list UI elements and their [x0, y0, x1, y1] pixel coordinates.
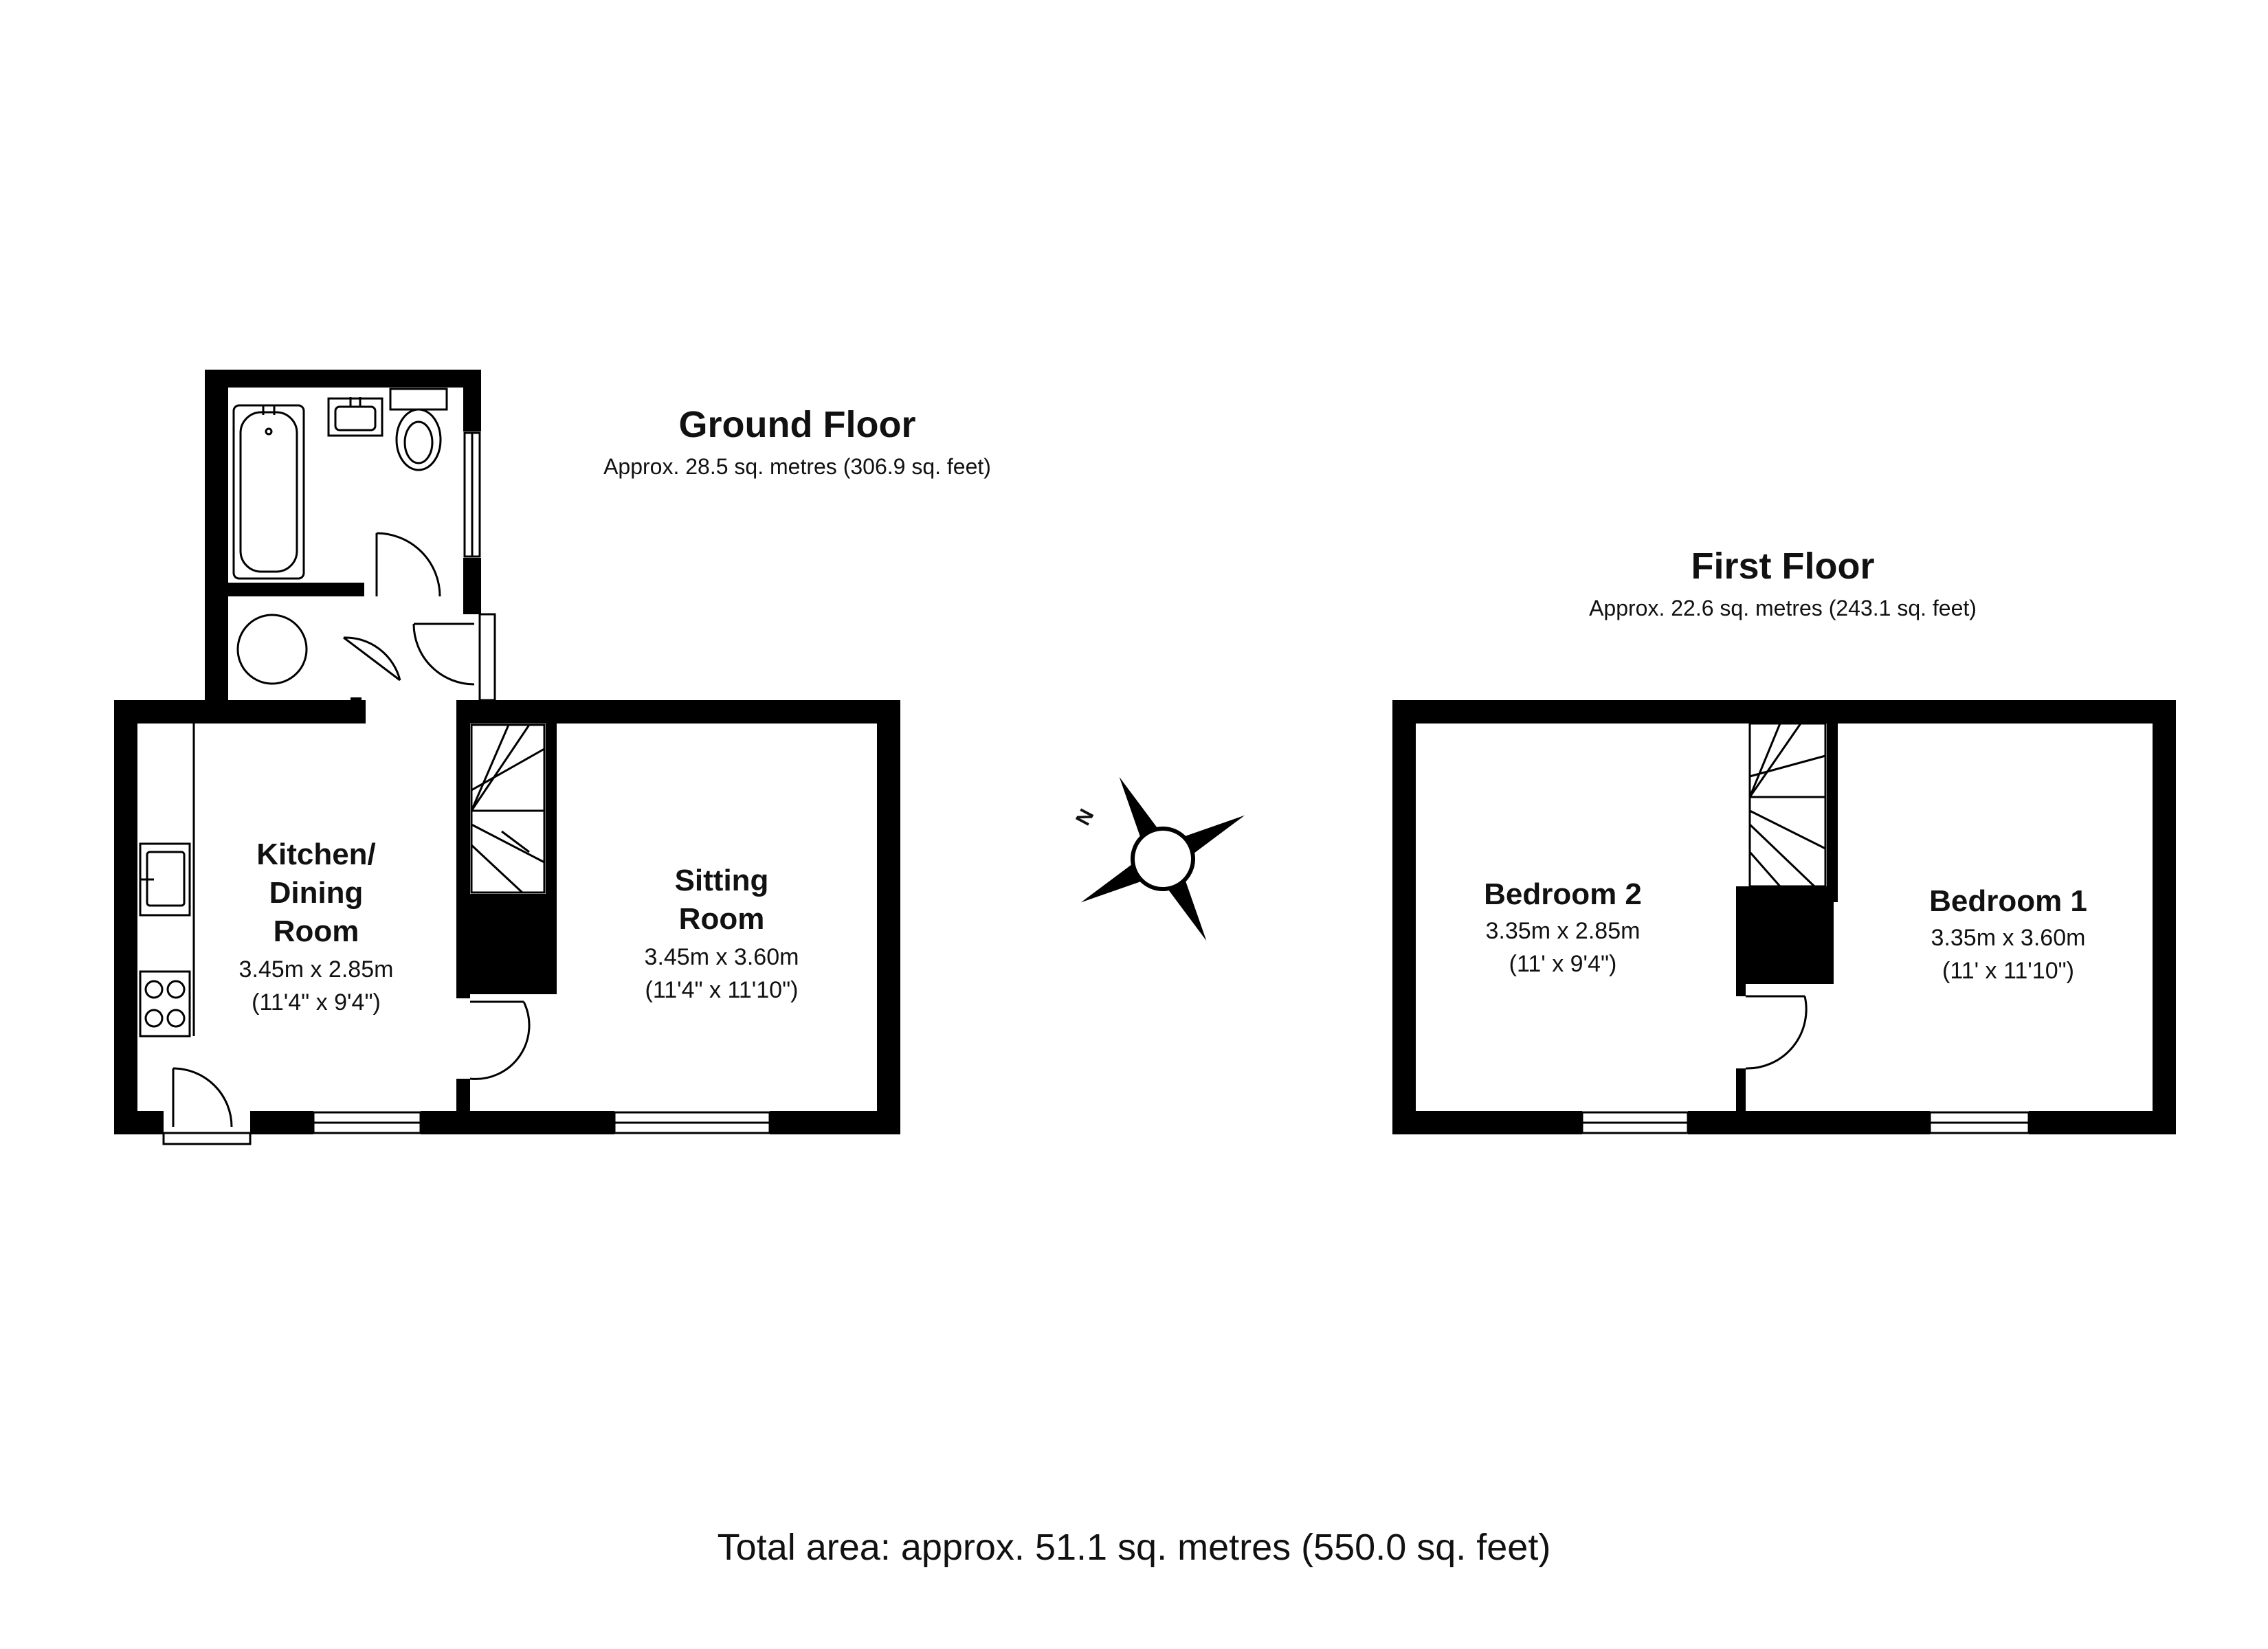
first-floor-stairs [1748, 722, 1827, 888]
toilet-fixture [389, 388, 448, 471]
svg-text:(11' x 11'10"): (11' x 11'10") [1942, 958, 2074, 984]
sitting-room-label: Sitting Room 3.45m x 3.60m (11'4" x 11'1… [645, 864, 799, 1003]
kitchen-worktop [139, 723, 195, 1036]
hob [139, 970, 191, 1037]
svg-text:Dining: Dining [269, 876, 364, 910]
total-area: Total area: approx. 51.1 sq. metres (550… [718, 1527, 1551, 1568]
svg-text:3.35m x 3.60m: 3.35m x 3.60m [1931, 925, 2086, 951]
front-door [162, 1067, 252, 1145]
svg-text:3.35m x 2.85m: 3.35m x 2.85m [1486, 918, 1641, 944]
sitting-room-window [613, 1111, 771, 1134]
bathroom-walls [205, 370, 481, 717]
ground-floor-plan [114, 370, 900, 1145]
hall-door [412, 613, 496, 702]
first-floor-walls [1392, 700, 2176, 1134]
svg-text:Room: Room [274, 915, 359, 948]
ground-floor-walls [114, 700, 900, 1134]
bath-fixture [232, 404, 305, 580]
ground-floor-stairs [470, 723, 546, 894]
cupboard [236, 614, 401, 685]
basin-fixture [327, 397, 383, 437]
bedroom-2-window [1581, 1111, 1689, 1134]
bedroom-2-label: Bedroom 2 3.35m x 2.85m (11' x 9'4") [1484, 877, 1642, 977]
bedroom-1-door [1745, 995, 1808, 1070]
sitting-room-door [469, 1000, 531, 1080]
ground-floor-area: Approx. 28.5 sq. metres (306.9 sq. feet) [603, 454, 991, 479]
first-floor-title: First Floor [1691, 546, 1875, 587]
svg-text:(11'4" x 9'4"): (11'4" x 9'4") [252, 989, 381, 1016]
svg-text:Room: Room [679, 902, 765, 936]
svg-text:(11' x 9'4"): (11' x 9'4") [1509, 951, 1617, 977]
svg-text:3.45m x 3.60m: 3.45m x 3.60m [645, 944, 799, 970]
kitchen-dining-room-label: Kitchen/ Dining Room 3.45m x 2.85m (11'4… [239, 838, 394, 1016]
first-floor-area: Approx. 22.6 sq. metres (243.1 sq. feet) [1589, 596, 1977, 620]
svg-text:3.45m x 2.85m: 3.45m x 2.85m [239, 956, 394, 983]
kitchen-window [312, 1111, 422, 1134]
bedroom-1-window [1928, 1111, 2030, 1134]
svg-text:Bedroom 2: Bedroom 2 [1484, 877, 1642, 911]
bathroom-door [375, 532, 441, 597]
svg-text:Sitting: Sitting [675, 864, 769, 897]
svg-text:Kitchen/: Kitchen/ [256, 838, 376, 871]
svg-text:(11'4" x 11'10"): (11'4" x 11'10") [645, 977, 799, 1003]
svg-text:Bedroom 1: Bedroom 1 [1929, 884, 2087, 918]
north-label: N [1071, 805, 1098, 829]
bedroom-1-label: Bedroom 1 3.35m x 3.60m (11' x 11'10") [1929, 884, 2087, 984]
ground-floor-title: Ground Floor [679, 404, 916, 445]
first-floor-plan [1392, 700, 2176, 1134]
compass-rose [1080, 776, 1245, 941]
